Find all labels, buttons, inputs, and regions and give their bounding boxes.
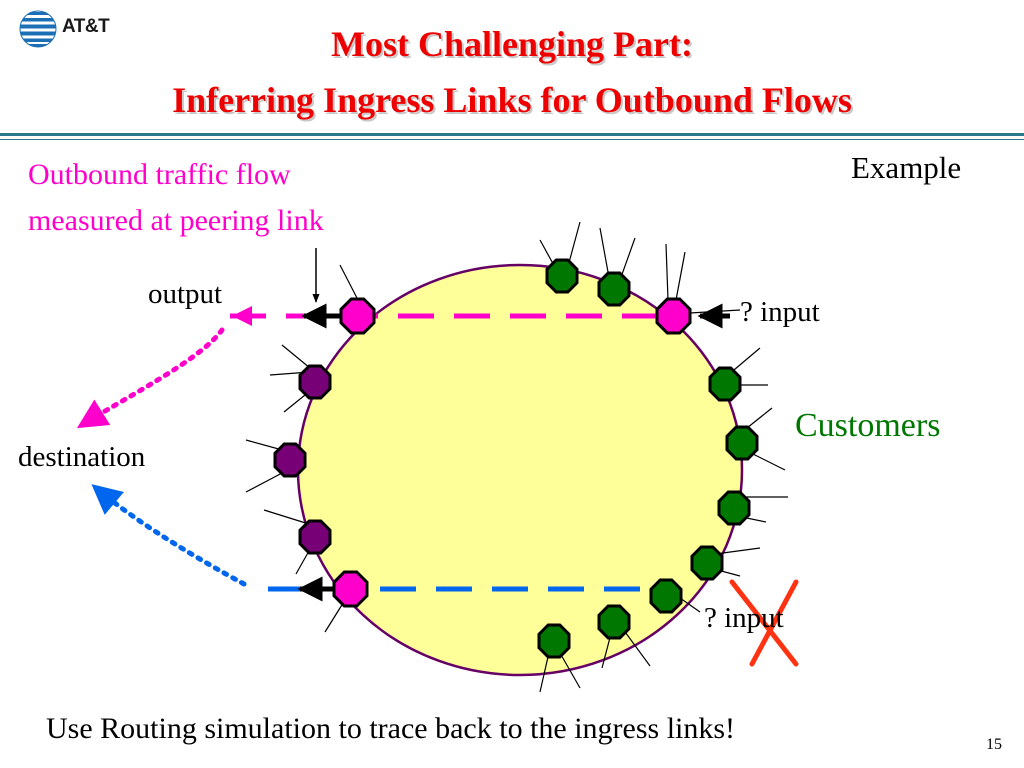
input-label-top: ? input (740, 296, 820, 328)
router-node (597, 271, 631, 307)
output-label: output (148, 278, 223, 310)
customers-label: Customers (795, 407, 941, 444)
page-number: 15 (986, 736, 1002, 753)
title-divider (0, 133, 1024, 136)
title-divider-thin (0, 139, 1024, 140)
destination-arrow-blue (91, 484, 247, 587)
destination-label: destination (18, 441, 146, 473)
router-node (332, 570, 369, 608)
input-label-bottom: ? input (704, 602, 784, 634)
router-node (717, 490, 751, 526)
logo-text: AT&T (62, 16, 110, 37)
cross-icon (729, 579, 799, 667)
globe-icon (19, 10, 57, 48)
router-node (725, 425, 759, 461)
example-label: Example (851, 150, 962, 185)
slide-title-line1: Most Challenging Part: (331, 24, 693, 64)
router-node (545, 258, 579, 294)
slide-title-line2: Inferring Ingress Links for Outbound Flo… (172, 80, 852, 120)
output-arrow (232, 306, 252, 326)
router-nodes (273, 258, 759, 659)
router-node (597, 604, 631, 640)
router-node (649, 578, 683, 614)
footer-caption: Use Routing simulation to trace back to … (46, 712, 736, 745)
router-node (298, 519, 332, 555)
router-node (655, 297, 692, 335)
router-node (708, 366, 742, 402)
router-node (690, 545, 724, 581)
destination-arrow-magenta (76, 327, 225, 429)
measured-label-line2: measured at peering link (28, 204, 324, 237)
router-node (298, 364, 332, 400)
router-node (537, 623, 571, 659)
router-node (273, 442, 307, 478)
measured-label-line1: Outbound traffic flow (28, 158, 291, 191)
router-node (339, 297, 376, 335)
